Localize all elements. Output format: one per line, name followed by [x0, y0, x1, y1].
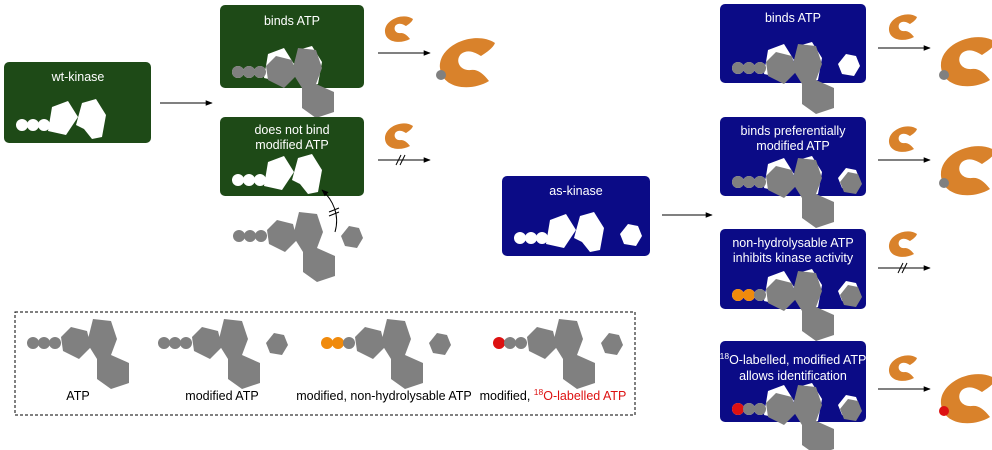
as-phospho-substrate-1 — [939, 37, 992, 87]
legend-atp-label: ATP — [66, 389, 89, 403]
legend-nonhydrolysable-icon — [321, 319, 451, 389]
wt-modified-atp-icon — [233, 212, 363, 282]
legend-o18-icon — [493, 319, 623, 389]
wt-binds-atp-bg — [220, 5, 364, 88]
as-substrate-small-icon-4 — [888, 355, 917, 381]
wt-binds-atp-box: binds ATP — [220, 5, 364, 118]
as-blocked-arrow-icon — [878, 262, 931, 274]
as-preferential-label-1: binds preferentially — [741, 124, 847, 138]
as-binds-atp-box: binds ATP — [720, 4, 866, 114]
as-substrate-small-icon-1 — [888, 14, 917, 40]
as-o18-box: 18O-labelled, modified ATP allows identi… — [720, 341, 867, 450]
as-pocket-icon — [514, 212, 642, 252]
wt-no-bind-label-2: modified ATP — [255, 138, 328, 152]
blocked-arrow-icon — [378, 154, 431, 166]
as-preferential-box: binds preferentially modified ATP — [720, 117, 866, 228]
as-kinase-label: as-kinase — [549, 184, 603, 198]
as-kinase-box: as-kinase — [502, 176, 650, 256]
wt-substrate-small-icon — [384, 16, 413, 42]
as-o18-label-1: 18O-labelled, modified ATP — [720, 351, 867, 367]
as-labelled-substrate — [939, 374, 992, 424]
as-o18-label-2: allows identification — [739, 369, 847, 383]
wt-substrate-small-icon-2 — [384, 123, 413, 149]
as-binds-atp-label: binds ATP — [765, 11, 821, 25]
legend-atp-icon — [27, 319, 129, 389]
legend-modified-atp-icon — [158, 319, 288, 389]
wt-kinase-label: wt-kinase — [51, 70, 105, 84]
legend-o18-label: modified, 18O-labelled ATP — [480, 387, 627, 403]
wt-phospho-substrate-icon — [436, 38, 495, 88]
wt-no-bind-label-1: does not bind — [254, 123, 329, 137]
as-phospho-substrate-2 — [939, 146, 992, 196]
legend-frame — [14, 311, 636, 416]
wt-binds-atp-label: binds ATP — [264, 14, 320, 28]
wt-blocked-binding-arrow — [321, 189, 340, 233]
legend-modified-atp-label: modified ATP — [185, 389, 258, 403]
as-preferential-label-2: modified ATP — [756, 139, 829, 153]
as-substrate-small-icon-2 — [888, 126, 917, 152]
legend: ATP modified ATP modified, non-hydrolysa… — [14, 311, 636, 416]
as-nonhydrolysable-box: non-hydrolysable ATP inhibits kinase act… — [720, 229, 866, 341]
wt-kinase-box: wt-kinase — [4, 62, 151, 143]
legend-nonhydrolysable-label: modified, non-hydrolysable ATP — [296, 389, 472, 403]
as-nonhydrolysable-label-2: inhibits kinase activity — [733, 251, 854, 265]
as-substrate-small-icon-3 — [888, 231, 917, 257]
wt-no-bind-box: does not bind modified ATP — [220, 117, 364, 196]
as-nonhydrolysable-label-1: non-hydrolysable ATP — [732, 236, 853, 250]
